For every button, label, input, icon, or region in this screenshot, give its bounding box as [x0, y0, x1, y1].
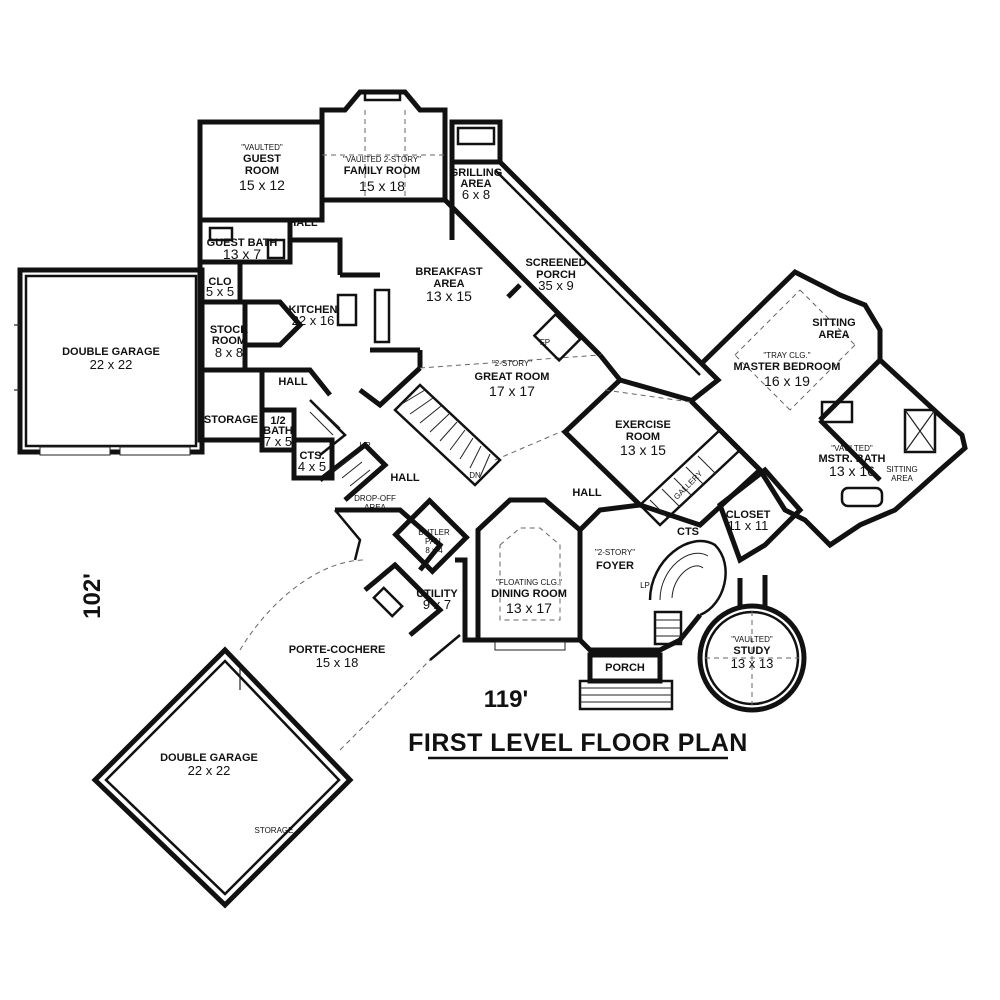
great-room-label: GREAT ROOM [475, 371, 550, 383]
master-bath-note: "VAULTED" [831, 444, 873, 453]
grilling-dims: 6 x 8 [462, 187, 490, 202]
guest-room-note: "VAULTED" [241, 143, 283, 152]
sitting-area-small-label-2: AREA [891, 474, 913, 483]
stock-room-label: STOCK [210, 324, 248, 336]
closet-dims: 11 x 11 [728, 518, 769, 533]
grilling-label-2: AREA [460, 178, 491, 190]
drop-off-label: DROP-OFF [354, 494, 396, 503]
screened-porch-label: SCREENED [525, 257, 586, 269]
porte-cochere [239, 509, 461, 751]
service-rooms [197, 367, 347, 481]
half-bath-label-2: BATH [263, 425, 293, 437]
guest-room-dims: 15 x 12 [239, 177, 285, 193]
screened-porch-dims: 35 x 9 [538, 278, 573, 293]
breakfast-label-2: AREA [433, 278, 464, 290]
great-room-note: "2-STORY" [492, 359, 532, 368]
guest-room-label: GUEST [243, 153, 281, 165]
cts-right-label: CTS [677, 526, 699, 538]
exercise-dims: 13 x 15 [620, 442, 666, 458]
double-garage-top-label: DOUBLE GARAGE [62, 346, 160, 358]
master-bedroom-label: MASTER BEDROOM [734, 361, 841, 373]
dining-label: DINING ROOM [491, 588, 567, 600]
hall-c-label: HALL [390, 472, 420, 484]
grilling-label: GRILLING [450, 167, 503, 179]
master-bath-dims: 13 x 16 [829, 463, 875, 479]
master-suite-walls [698, 268, 968, 549]
guest-bath-dims: 13 x 7 [223, 246, 261, 262]
hall-b-label: HALL [278, 376, 308, 388]
butler-dims: 8 x 4 [425, 546, 443, 555]
main-staircase [393, 383, 502, 487]
foyer-label: FOYER [596, 560, 634, 572]
sitting-area-small-label: SITTING [886, 465, 918, 474]
exercise-label: EXERCISE [615, 419, 671, 431]
utility-label: UTILITY [416, 588, 458, 600]
half-bath-dims: 7 x 5 [264, 434, 292, 449]
depth-dimension: 102' [79, 573, 106, 619]
stair-dn-label: DN [469, 471, 481, 480]
butler-label: BUTLER [418, 528, 450, 537]
front-porch [578, 652, 674, 711]
closet-label: CLOSET [726, 509, 771, 521]
fireplace-label: FP [540, 338, 550, 347]
study-note: "VAULTED" [731, 635, 773, 644]
gallery-label: GALLERY [672, 469, 705, 502]
stock-room-dims: 8 x 8 [215, 345, 243, 360]
porte-cochere-label: PORTE-COCHERE [289, 644, 386, 656]
dining-note: "FLOATING CLG." [496, 578, 562, 587]
cts-left-dims: 4 x 5 [298, 459, 326, 474]
screened-porch-label-2: PORCH [536, 269, 576, 281]
sitting-area-label-2: AREA [818, 329, 849, 341]
kitchen-label: KITCHEN [289, 304, 338, 316]
family-room-note: "VAULTED 2-STORY" [343, 155, 421, 164]
family-room-label: FAMILY ROOM [344, 165, 420, 177]
utility-dims: 9 x 7 [423, 597, 451, 612]
dining-dims: 13 x 17 [506, 600, 552, 616]
hall-d-label: HALL [572, 487, 602, 499]
drop-off-label-2: AREA [364, 503, 386, 512]
gallery-closet [638, 428, 804, 564]
half-bath-label: 1/2 [270, 415, 285, 427]
clo-dims: 5 x 5 [206, 284, 234, 299]
butler-label-2: PAN. [425, 537, 443, 546]
cts-left-label: CTS. [299, 450, 324, 462]
master-bedroom-note: "TRAY CLG." [763, 351, 810, 360]
study-dims: 13 x 13 [731, 656, 774, 671]
breakfast-dims: 13 x 15 [426, 288, 472, 304]
double-garage-bottom-label: DOUBLE GARAGE [160, 752, 258, 764]
hall-a-label: HALL [288, 217, 318, 229]
plan-title: FIRST LEVEL FLOOR PLAN [408, 729, 748, 757]
study-room [697, 575, 807, 713]
labels: "VAULTED" GUEST ROOM 15 x 12 "VAULTED 2-… [62, 143, 918, 835]
kitchen-dims: 22 x 16 [292, 313, 335, 328]
breakfast-label: BREAKFAST [415, 266, 483, 278]
stair-up-label: UP [359, 441, 370, 450]
double-garage-top-dims: 22 x 22 [90, 357, 133, 372]
sitting-area-label: SITTING [812, 317, 855, 329]
clo-label: CLO [208, 276, 232, 288]
double-garage-bottom-dims: 22 x 22 [188, 763, 231, 778]
porte-cochere-dims: 15 x 18 [316, 655, 359, 670]
porch-label: PORCH [605, 662, 645, 674]
master-bedroom-dims: 16 x 19 [764, 373, 810, 389]
stair-lp-label: LP [640, 581, 650, 590]
foyer-area [578, 502, 727, 653]
study-label: STUDY [733, 645, 771, 657]
master-bath-label: MSTR. BATH [818, 453, 885, 465]
storage-bottom-label: STORAGE [255, 826, 294, 835]
foyer-note: "2-STORY" [595, 548, 635, 557]
guest-room-label-2: ROOM [245, 165, 279, 177]
great-room-dims: 17 x 17 [489, 383, 535, 399]
guest-bath-label: GUEST BATH [207, 237, 278, 249]
exercise-label-2: ROOM [626, 431, 660, 443]
width-dimension: 119' [484, 686, 528, 713]
storage-top-label: STORAGE [204, 414, 258, 426]
double-garage-bottom [91, 646, 354, 909]
stock-room-label-2: ROOM [212, 335, 246, 347]
family-room-dims: 15 x 18 [359, 178, 405, 194]
screened-porch-walls [443, 119, 722, 404]
utility-room [363, 561, 444, 637]
